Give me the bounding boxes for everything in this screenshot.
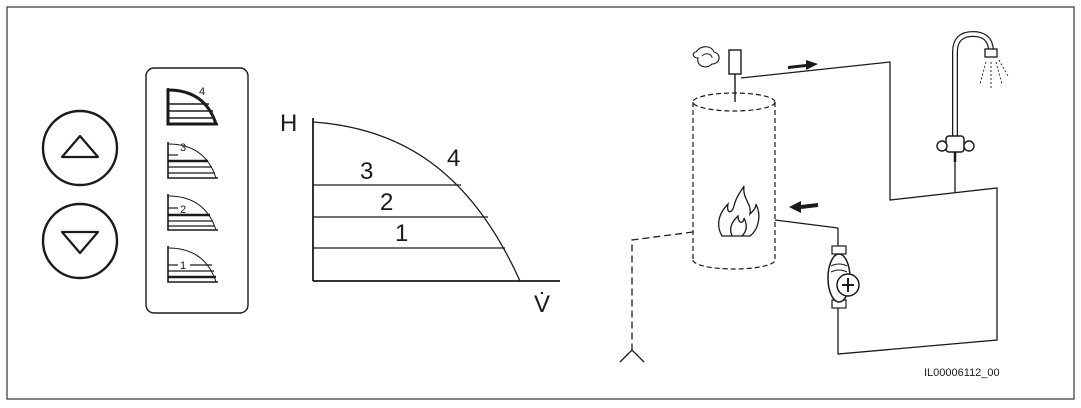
arrow-left-icon: [789, 201, 818, 213]
curve-label-1: 1: [395, 220, 408, 247]
curve-label-4: 4: [447, 145, 460, 172]
mode-icon-label-3: 3: [180, 142, 186, 154]
arrow-right-icon: [788, 60, 818, 70]
mode-icon-3[interactable]: 3: [167, 142, 218, 179]
outer-frame: [6, 6, 1075, 400]
mode-icon-2[interactable]: 2: [167, 194, 218, 231]
water-tank: [692, 92, 776, 270]
mode-selector-panel: [145, 67, 249, 314]
mode-icon-label-1: 1: [180, 260, 186, 272]
supply-pipe: [740, 61, 998, 355]
down-button[interactable]: [41, 202, 119, 280]
triangle-up-icon: [60, 134, 100, 159]
max-curve: [312, 121, 521, 282]
pump-curve-graph: H V̇ 4 3 2 1: [280, 110, 560, 318]
up-button[interactable]: [41, 109, 119, 187]
x-axis-label: V̇: [534, 290, 550, 318]
drain-icon: [619, 349, 645, 363]
mode-icon-1[interactable]: 1: [167, 246, 218, 283]
mode-icon-label-2: 2: [180, 204, 186, 216]
mode-icon-label-4: 4: [199, 86, 205, 98]
circulation-pump-icon: [827, 245, 860, 309]
shower-icon: [936, 30, 1009, 162]
drain-line: [631, 231, 694, 350]
sensor-icon: [692, 46, 742, 102]
y-axis-label: H: [280, 110, 297, 137]
flame-icon: [718, 185, 760, 237]
curve-label-2: 2: [380, 189, 393, 216]
mode-icon-4[interactable]: 4: [166, 86, 219, 126]
drawing-id: IL00006112_00: [924, 367, 1000, 379]
return-pipe: [774, 219, 839, 229]
triangle-down-icon: [60, 230, 100, 255]
curve-label-3: 3: [360, 158, 373, 185]
hot-water-system: [619, 30, 1009, 363]
